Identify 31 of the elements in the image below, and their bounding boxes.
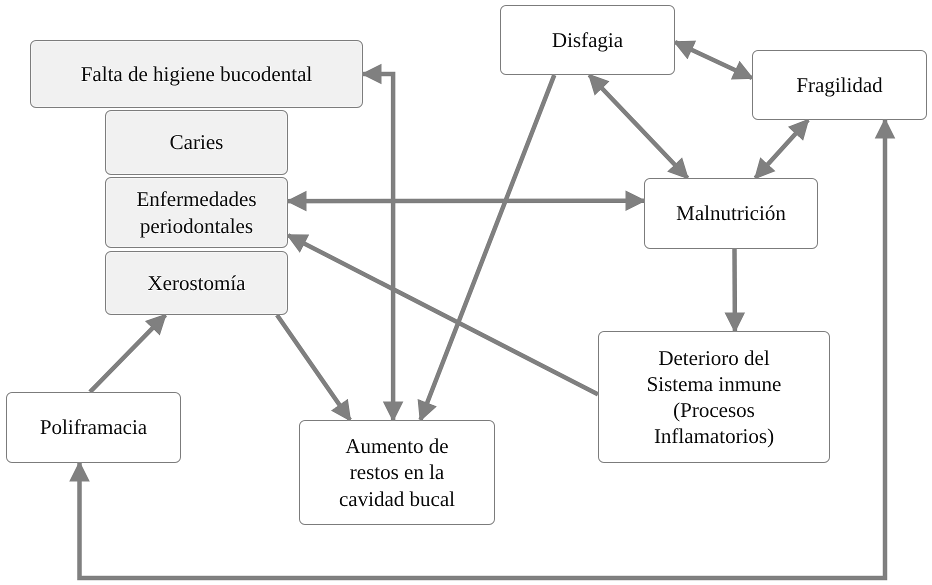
process-box <box>752 50 927 120</box>
arrow <box>88 313 167 394</box>
process-box <box>30 40 363 108</box>
node-label: Caries <box>170 129 224 156</box>
process-box <box>299 420 495 525</box>
node-label: Fragilidad <box>796 72 883 98</box>
node-label: Disfagia <box>552 26 624 54</box>
arrow <box>286 233 600 396</box>
arrow <box>754 118 810 180</box>
process-box <box>105 251 288 315</box>
arrow <box>275 314 352 422</box>
node-label: Deterioro del Sistema inmune (Procesos Inflamatorios) <box>646 344 782 450</box>
arrow <box>286 190 646 212</box>
arrow <box>673 40 754 80</box>
node-label: Xerostomía <box>148 270 246 296</box>
arrow <box>588 73 690 180</box>
process-box <box>500 5 675 75</box>
process-box <box>105 110 288 175</box>
process-box <box>644 178 818 249</box>
arrow <box>69 118 896 580</box>
node-label: Enfermedades periodontales <box>135 186 258 239</box>
arrow <box>724 249 746 334</box>
arrow <box>418 74 556 422</box>
process-box <box>105 177 288 248</box>
node-label: Poliframacia <box>40 414 148 441</box>
node-label: Falta de higiene bucodental <box>80 60 312 88</box>
arrow <box>360 64 404 422</box>
process-box <box>6 392 181 463</box>
process-box <box>598 331 830 463</box>
node-label: Aumento de restos en la cavidad bucal <box>338 433 456 512</box>
node-label: Malnutrición <box>676 200 786 227</box>
